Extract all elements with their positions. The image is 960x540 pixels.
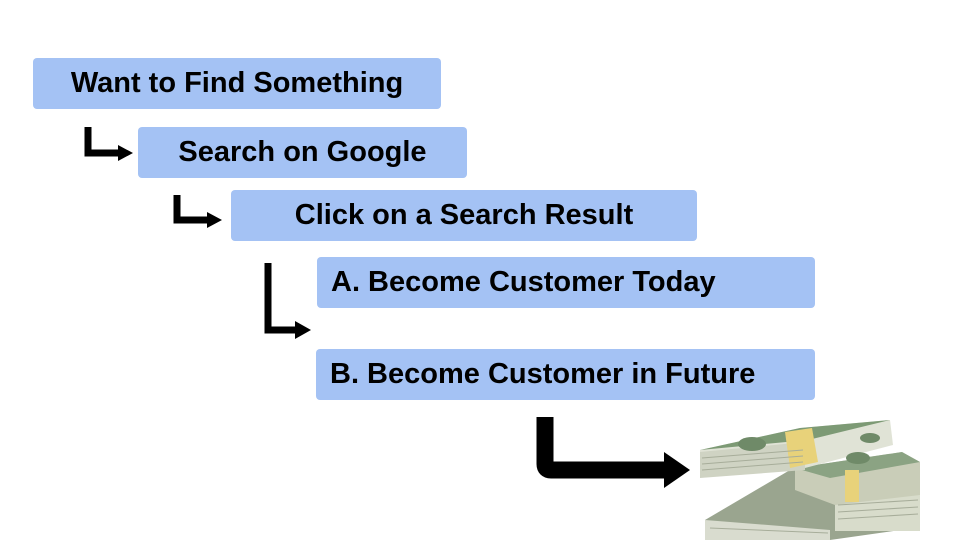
step-label: Search on Google (178, 136, 427, 168)
elbow-arrow-icon (173, 195, 222, 228)
step-label: A. Become Customer Today (331, 266, 716, 298)
step-click-result: Click on a Search Result (231, 190, 697, 241)
step-label: B. Become Customer in Future (330, 358, 756, 390)
step-become-customer-today: A. Become Customer Today (317, 257, 815, 308)
cash-stack-icon (700, 420, 920, 540)
elbow-arrow-icon (84, 127, 133, 161)
elbow-arrow-icon (264, 263, 311, 339)
step-search-google: Search on Google (138, 127, 467, 178)
step-label: Click on a Search Result (294, 199, 634, 231)
step-become-customer-future: B. Become Customer in Future (316, 349, 815, 400)
step-want-to-find: Want to Find Something (33, 58, 441, 109)
elbow-arrow-icon (536, 417, 690, 488)
step-label: Want to Find Something (70, 67, 404, 99)
